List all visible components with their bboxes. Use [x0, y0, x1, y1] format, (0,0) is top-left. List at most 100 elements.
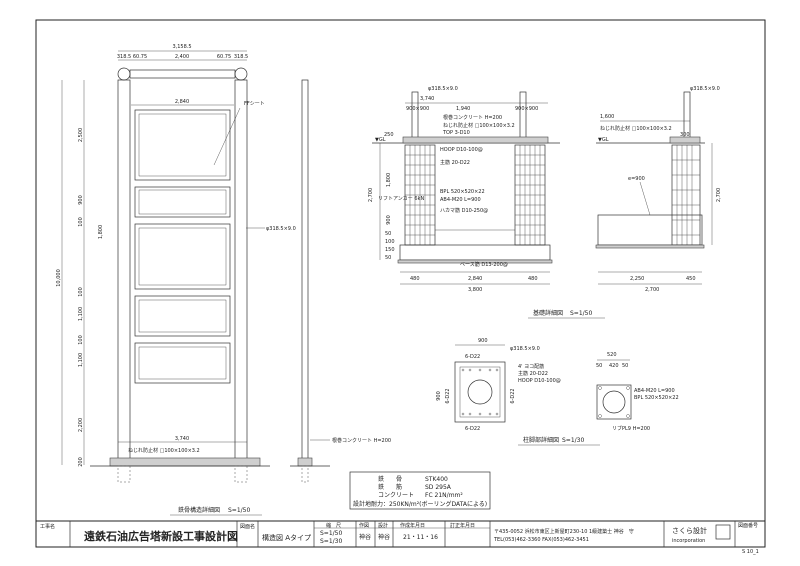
col-ab-label: AB4-M20 L=900 — [634, 388, 675, 394]
dim-60-right: 60.75 — [217, 54, 231, 60]
top-bar-label: TOP 3-D10 — [442, 130, 470, 136]
dim-1600: 1,600 — [600, 114, 614, 120]
scale-label: 縮 尺 — [326, 522, 341, 529]
dim-2250: 2,250 — [630, 276, 644, 282]
small-250: 250 — [384, 132, 394, 138]
root-concrete — [109, 457, 261, 467]
title-block: 工事名 遠鉄石油広告塔新設工事設計図 図面名 構造図 Aタイプ 縮 尺 S=1/… — [35, 520, 766, 555]
dim-480a: 480 — [410, 276, 420, 282]
saku-name: 神谷 — [359, 533, 371, 541]
main-bar-label: 主筋 20-D22 — [440, 159, 470, 166]
zumen-label: 図面名 — [240, 523, 255, 530]
company-address: 〒435-0052 浜松市東区上新屋町230-10 1級建築士 神谷 守 — [494, 528, 634, 535]
dim-450: 450 — [686, 276, 696, 282]
outer-border — [35, 19, 766, 548]
small-50a: 50 — [385, 231, 391, 237]
height-1800: 1,800 — [98, 225, 104, 239]
sekkei-label: 設計 — [378, 522, 388, 529]
rebar-6d22-top: 6-D22 — [465, 354, 480, 360]
hoop-label: HOOP D10-100@ — [440, 147, 483, 153]
teisei-label: 訂正年月日 — [450, 522, 475, 529]
koji-name: 遠鉄石油広告塔新設工事設計図 — [84, 529, 238, 543]
height-100a: 100 — [78, 217, 84, 227]
scale-1: S=1/50 — [320, 530, 342, 537]
foundation-detail: 3,740 1,940 900×900 900×900 φ318.5×9.0 ▼… — [368, 86, 722, 319]
height-100c: 100 — [78, 335, 84, 345]
foundation-title: 基礎詳細図 — [533, 309, 563, 317]
haba-label: ハカマ筋 D10-250@ — [440, 207, 488, 214]
column-base-detail: 900 900 6-D22 6-D22 6-D22 6-D22 φ318.5×9… — [436, 338, 679, 446]
found-pipe-left: φ318.5×9.0 — [428, 86, 458, 92]
col-spec-1: 4' ヨコ配筋 — [518, 363, 544, 370]
mat-concrete-k: コンクリート — [378, 492, 414, 499]
height-2200: 2,200 — [78, 418, 84, 432]
dim-318-left: 318.5 — [117, 54, 131, 60]
mat-rebar-k: 鉄 筋 — [378, 483, 402, 491]
top-beam — [129, 69, 236, 79]
col-pipe-label: φ318.5×9.0 — [510, 346, 540, 352]
height-10000: 10,000 — [56, 269, 62, 287]
dim-2400: 2,400 — [175, 54, 189, 60]
rise-label: リフトアンカー 6kN — [378, 196, 424, 202]
gl-right: ▼GL — [598, 137, 609, 143]
pipe-label: φ318.5×9.0 — [266, 226, 296, 232]
zumen-name: 構造図 Aタイプ — [262, 533, 311, 542]
height-900: 900 — [78, 195, 84, 205]
dim-3158: 3,158.5 — [172, 44, 191, 50]
dim-3800: 3,800 — [468, 287, 482, 293]
page-number: S 10_1 — [742, 549, 759, 555]
small-50b: 50 — [385, 255, 391, 261]
zone-label: 根巻コンクリート H=200 — [332, 437, 391, 444]
found-dim-900b: 900×900 — [515, 106, 538, 112]
rebar-6d22-left: 6-D22 — [445, 388, 451, 403]
dim-2840: 2,840 — [175, 99, 189, 105]
date-label: 作成年月日 — [400, 522, 425, 529]
column-pipe-plan — [467, 379, 493, 405]
plate-sub-50b: 50 — [622, 363, 628, 369]
torsion-left-label: ねじれ防止材 □100×100×3.2 — [443, 122, 515, 129]
sekkei-name: 神谷 — [378, 533, 390, 541]
column-side-view — [301, 79, 309, 461]
height-2700-left: 2,700 — [368, 188, 374, 202]
torsion-right-label: ねじれ防止材 □100×100×3.2 — [600, 125, 672, 132]
ne-conc-label: 根巻コンクリート H=200 — [443, 114, 502, 121]
plate-sub-50a: 50 — [596, 363, 602, 369]
small-150: 150 — [385, 247, 395, 253]
col-width-900: 900 — [478, 338, 488, 344]
bpl-label: BPL 520×520×22 — [440, 189, 485, 195]
column-left — [117, 79, 131, 461]
date-value: 21・11・16 — [403, 534, 438, 541]
mat-soil: 設計地耐力：250KN/m²(ボーリングDATAによる) — [353, 500, 487, 508]
structure-elevation: 3,158.5 318.5 60.75 2,400 60.75 318.5 2,… — [56, 44, 391, 516]
dim-300: 300 — [680, 132, 690, 138]
base-plate — [596, 384, 632, 420]
height-2700-right: 2,700 — [716, 188, 722, 202]
koji-label: 工事名 — [40, 523, 55, 530]
found-dim-900a: 900×900 — [406, 106, 429, 112]
dim-318-right: 318.5 — [234, 54, 248, 60]
found-dim-3740: 3,740 — [420, 96, 434, 102]
base-bar-label: ベース筋 D13-200@ — [460, 261, 508, 268]
height-100b: 100 — [78, 287, 84, 297]
panel-2 — [134, 186, 231, 218]
pipe-cap-left — [117, 67, 131, 81]
number-label: 図面番号 — [738, 522, 758, 529]
mat-steel-v: STK400 — [425, 476, 448, 483]
col-bpl-label: BPL 520×520×22 — [634, 395, 679, 401]
company-logo-text: さくら設計 — [672, 526, 707, 535]
column-scale: S=1/30 — [562, 437, 584, 444]
company-logo-icon — [715, 524, 731, 540]
column-base-plan — [454, 361, 506, 423]
plate-sub-420: 420 — [609, 363, 619, 369]
found-dim-1940: 1,940 — [456, 106, 470, 112]
ab-label: AB4-M20 L=900 — [440, 197, 481, 203]
foundation-slab — [399, 244, 551, 261]
column-right — [234, 79, 248, 461]
height-1100a: 1,100 — [78, 307, 84, 321]
structure-title: 鉄骨構造詳細図 — [178, 506, 220, 514]
found-pipe-right: φ318.5×9.0 — [690, 86, 720, 92]
dim-480b: 480 — [528, 276, 538, 282]
dim-60-left: 60.75 — [133, 54, 147, 60]
panel-5 — [134, 342, 231, 384]
